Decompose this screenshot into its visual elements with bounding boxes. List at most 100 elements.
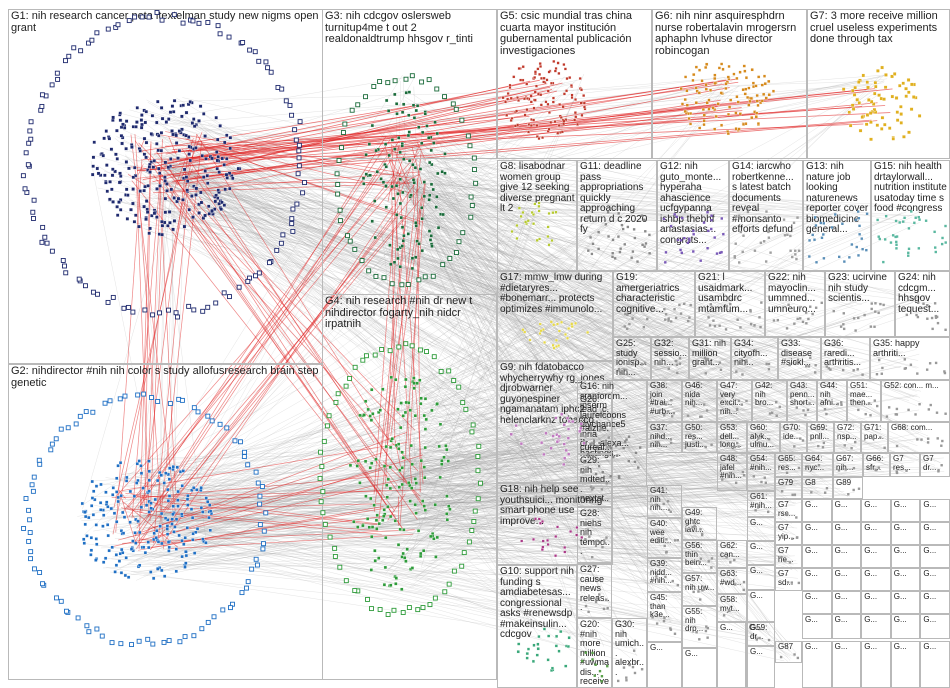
node	[597, 247, 600, 251]
node	[944, 412, 947, 415]
edge	[155, 231, 910, 401]
node	[190, 194, 194, 198]
node	[384, 98, 389, 103]
node-isolate	[191, 405, 197, 411]
node	[109, 147, 114, 151]
node	[135, 481, 139, 485]
node	[760, 444, 764, 447]
edge-highlight	[154, 164, 405, 531]
edge	[444, 444, 673, 574]
node	[413, 165, 418, 170]
node	[542, 627, 546, 631]
node	[393, 377, 398, 382]
edge	[419, 449, 848, 496]
node	[692, 590, 695, 594]
node	[737, 399, 741, 403]
edge	[143, 526, 596, 655]
node	[729, 98, 733, 102]
node	[413, 414, 418, 418]
node	[156, 148, 160, 153]
node	[163, 179, 167, 183]
edge	[188, 158, 864, 400]
filler-label: G...	[864, 569, 878, 578]
group-label-g7d: G7 yip...	[778, 523, 795, 541]
edge	[131, 550, 704, 572]
node-isolate	[182, 634, 188, 640]
node	[582, 101, 586, 105]
node	[720, 62, 724, 66]
edge	[186, 469, 911, 546]
node	[523, 113, 527, 117]
node-isolate	[226, 34, 232, 40]
node	[707, 98, 711, 102]
node-isolate	[26, 140, 32, 146]
node	[156, 567, 160, 571]
node	[822, 222, 826, 225]
node	[382, 508, 386, 512]
node-isolate	[48, 447, 54, 453]
node	[667, 508, 671, 512]
node	[418, 167, 423, 171]
node-isolate	[419, 79, 425, 85]
node	[584, 435, 587, 438]
edge	[374, 172, 845, 223]
node-isolate	[132, 14, 138, 20]
node	[103, 556, 108, 560]
node	[667, 367, 670, 370]
node-isolate	[297, 119, 303, 125]
node	[205, 173, 210, 178]
node	[367, 142, 372, 146]
node	[719, 91, 723, 95]
node	[111, 115, 115, 120]
group-panel-filler: G...	[920, 591, 950, 614]
edge	[233, 152, 738, 584]
group-panel-g45: G45: than k3e...	[647, 592, 682, 642]
node	[381, 518, 385, 522]
edge	[409, 218, 757, 430]
edge	[410, 206, 826, 472]
node	[222, 203, 227, 207]
edge	[399, 312, 561, 481]
node	[168, 110, 173, 114]
node	[219, 207, 223, 212]
group-label-g7b: G7 res...	[893, 454, 911, 472]
node	[867, 98, 871, 102]
node-isolate	[289, 221, 295, 227]
node-isolate	[381, 275, 387, 281]
edge-highlight	[159, 503, 381, 510]
node	[788, 561, 792, 564]
node	[181, 469, 185, 473]
node	[137, 224, 141, 229]
node	[640, 668, 644, 671]
node-isolate	[296, 148, 302, 154]
node	[506, 97, 510, 101]
node	[841, 222, 844, 225]
edge	[372, 92, 882, 431]
node	[400, 466, 404, 470]
node	[201, 175, 206, 179]
node	[553, 120, 557, 124]
edge	[366, 170, 696, 220]
node	[654, 441, 658, 445]
node	[203, 213, 207, 218]
node	[712, 319, 715, 322]
node	[582, 105, 586, 109]
edge	[170, 172, 792, 524]
node	[108, 197, 112, 202]
node	[398, 201, 403, 206]
edge	[403, 193, 788, 308]
edge	[429, 163, 656, 575]
edge	[112, 180, 621, 439]
edge-highlight	[194, 82, 563, 173]
edge	[160, 190, 207, 545]
node	[166, 499, 171, 503]
node	[554, 67, 558, 70]
node	[163, 160, 168, 165]
edge	[141, 507, 737, 577]
node	[118, 111, 122, 115]
node	[855, 98, 859, 102]
edge	[125, 484, 798, 487]
node	[930, 316, 934, 320]
node	[799, 317, 802, 320]
node-isolate	[83, 409, 89, 415]
